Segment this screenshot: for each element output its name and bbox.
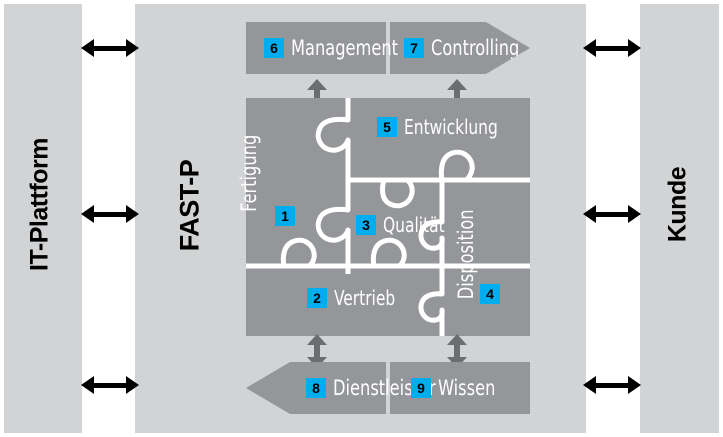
arrow-head-left-icon [81,376,94,394]
arrow-head-up-icon [307,334,327,345]
arrow-shaft [454,87,460,105]
arrow-left-middle [81,203,139,225]
arrow-head-right-icon [628,205,641,223]
puzzle-panel: Fertigung 1 2 Vertrieb 3 Qualität Dispos… [237,98,530,336]
badge-number-6: 6 [264,38,284,58]
arrow-right-middle [583,203,641,225]
arrow-shaft [454,342,460,360]
puzzle-label-qualitaet[interactable]: 3 Qualität [356,213,455,237]
label-kunde-text: Kunde [663,166,692,243]
arrow-left-top [81,37,139,59]
puzzle-label-entwicklung[interactable]: 5 Entwicklung [377,115,513,139]
arrow-head-right-icon [126,39,139,57]
arrow-shaft [314,342,320,360]
arrow-shaft [91,212,129,217]
puzzle-text-disposition: Disposition [454,209,479,300]
bottom-bar: 8 Dienstleister 9 Wissen [246,362,530,414]
puzzle-label-disposition-inner: Disposition [454,195,478,299]
arrow-head-left-icon [81,39,94,57]
arrow-shaft [91,46,129,51]
puzzle-seams [246,98,530,336]
badge-number-7: 7 [404,38,424,58]
puzzle-text-entwicklung: Entwicklung [404,115,498,139]
arrow-head-left-icon [583,376,596,394]
band-it-plattform [4,4,82,433]
arrow-head-up-icon [447,334,467,345]
arrow-right-bottom [583,374,641,396]
arrow-head-up-icon [447,79,467,90]
arrow-head-right-icon [126,376,139,394]
arrow-right-top [583,37,641,59]
badge-number-4: 4 [480,284,500,304]
top-bar-label-management: Management [291,36,399,60]
puzzle-text-qualitaet: Qualität [383,213,445,237]
badge-number-8: 8 [306,378,326,398]
arrow-head-left-icon [583,39,596,57]
arrow-head-left-icon [583,205,596,223]
top-bar: 6 Management 7 Controlling [246,22,530,74]
bottom-bar-cell-wissen[interactable]: 9 Wissen [411,362,505,414]
badge-number-9: 9 [411,378,431,398]
band-kunde [640,4,719,433]
arrow-head-up-icon [307,79,327,90]
bottom-bar-label-wissen: Wissen [438,376,496,400]
arrow-head-left-icon [81,205,94,223]
badge-number-3: 3 [356,215,376,235]
top-bar-cell-controlling[interactable]: 7 Controlling [404,22,530,74]
puzzle-label-disposition[interactable]: Disposition [414,209,564,299]
top-bar-cell-management[interactable]: 6 Management [264,22,415,74]
badge-number-1: 1 [275,206,295,226]
puzzle-text-vertrieb: Vertrieb [334,286,396,310]
arrow-head-right-icon [628,376,641,394]
badge-number-5: 5 [377,117,397,137]
arrow-shaft [314,87,320,105]
arrow-shaft [91,383,129,388]
arrow-shaft [593,212,631,217]
badge-number-2: 2 [307,288,327,308]
top-bar-divider [386,22,390,74]
arrow-shaft [593,383,631,388]
puzzle-label-fertigung[interactable]: Fertigung [204,135,354,212]
arrow-head-right-icon [126,205,139,223]
puzzle-label-vertrieb[interactable]: 2 Vertrieb [307,286,405,310]
top-bar-label-controlling: Controlling [431,36,520,60]
arrow-left-bottom [81,374,139,396]
arrow-shaft [593,46,631,51]
bottom-bar-divider [386,362,390,414]
label-it-plattform-text: IT-Plattform [25,138,54,271]
puzzle-label-fertigung-inner: Fertigung [237,122,261,212]
arrow-head-right-icon [628,39,641,57]
label-fast-p-text: FAST-P [174,159,205,252]
puzzle-text-fertigung: Fertigung [236,134,261,212]
